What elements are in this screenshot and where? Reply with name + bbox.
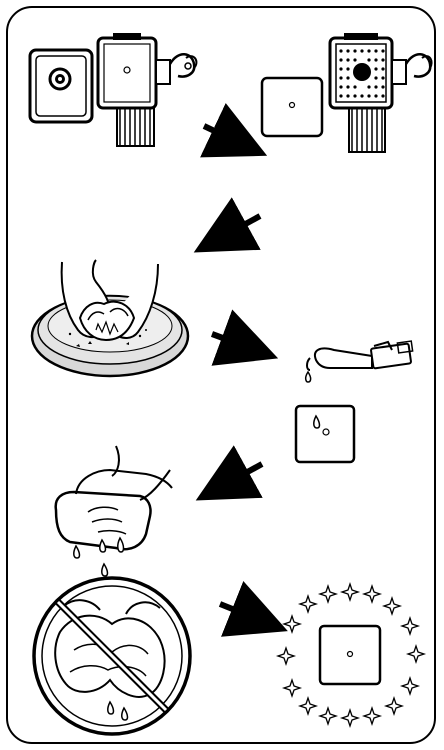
machine-open	[98, 33, 196, 146]
machine-closed	[330, 33, 432, 152]
step-1-remove-pad	[30, 33, 196, 146]
step-4-squeeze	[56, 446, 172, 576]
filter-pad-loose	[30, 50, 92, 122]
step-6-clean-pad	[278, 584, 424, 726]
arrow-right-down-icon	[204, 126, 240, 143]
arrow-right-down-icon	[212, 334, 250, 348]
arrow-left-down-icon	[222, 464, 262, 486]
step-3-detergent	[296, 341, 413, 462]
arrow-right-down-icon	[220, 604, 260, 620]
arrow-left-down-icon	[220, 216, 260, 238]
step-2-wash-basin	[32, 260, 188, 376]
water-drop-icon	[306, 372, 311, 382]
step-5-do-not-wring	[34, 578, 190, 734]
step-1-result	[262, 33, 432, 152]
